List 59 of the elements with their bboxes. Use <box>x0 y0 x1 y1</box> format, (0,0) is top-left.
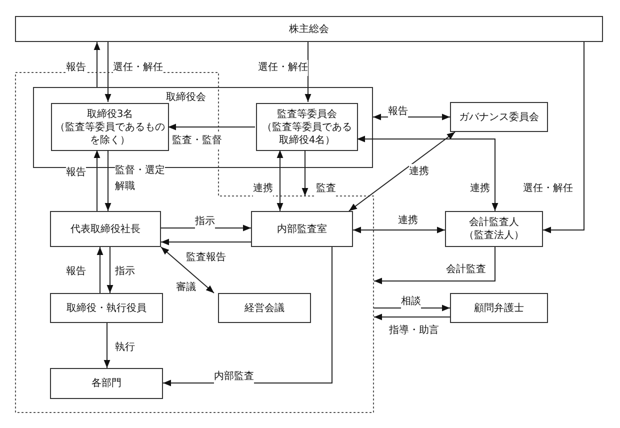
arrow <box>168 124 256 130</box>
process-box <box>445 211 543 247</box>
arrow <box>374 304 450 312</box>
arrow <box>374 314 450 320</box>
arrow <box>104 42 112 102</box>
arrow <box>94 42 100 88</box>
arrow <box>352 226 446 234</box>
node-text: 取締役3名 <box>86 108 134 120</box>
process-box <box>50 368 163 399</box>
edge-label: 選任・解任 <box>258 60 308 76</box>
arrow <box>348 132 456 212</box>
arrow <box>302 150 308 196</box>
arrow <box>356 136 498 212</box>
arrow <box>160 238 252 246</box>
arrow <box>104 322 110 368</box>
frame-heading: 取締役会 <box>166 91 206 104</box>
edge-label: 選任・解任 <box>113 60 163 76</box>
node-text: 内部監査室 <box>277 222 327 236</box>
arrow <box>160 246 214 294</box>
arrow <box>106 246 114 294</box>
process-box <box>251 211 353 247</box>
edge-label: 指示 <box>195 214 215 230</box>
node-text: ガバナンス委員会 <box>459 110 539 124</box>
arrow <box>160 224 252 232</box>
arrow <box>276 150 284 212</box>
node-text: 各部門 <box>92 377 122 390</box>
node-text: 監査等委員会 <box>277 108 337 120</box>
node-text: 経営会議 <box>244 302 284 314</box>
arrow <box>94 150 100 212</box>
arrow <box>542 42 584 234</box>
process-box <box>450 293 548 323</box>
node-text: （監査等委員である取締役4名） <box>261 120 353 146</box>
edge-label: 監査・監督 <box>172 133 222 149</box>
node-text: 代表取締役社長 <box>70 222 140 236</box>
node-text: （監査法人） <box>464 229 524 242</box>
node-text: 会計監査人 <box>469 216 519 229</box>
node-text: 株主総会 <box>289 22 329 36</box>
arrow <box>304 42 312 102</box>
process-box <box>218 293 311 323</box>
edge-label: 報告 <box>66 60 86 76</box>
edge-label: 内部監査 <box>214 369 254 385</box>
node-text: 取締役・執行役員 <box>66 302 146 314</box>
process-box <box>51 103 169 151</box>
process-box <box>450 102 548 132</box>
process-box <box>50 211 161 247</box>
arrow <box>104 150 112 212</box>
arrow <box>374 246 496 284</box>
node-text: （監査等委員であるものを除く） <box>54 120 166 146</box>
process-box <box>15 16 603 42</box>
edge-label: 相談 <box>401 294 421 310</box>
process-box <box>256 103 358 151</box>
edge-label: 連携 <box>253 181 273 197</box>
arrow <box>372 114 450 120</box>
edge-label: 監査 <box>316 181 336 197</box>
node-text: 顧問弁護士 <box>474 302 524 314</box>
dotted-region <box>15 72 374 413</box>
edge-label: 報告 <box>388 104 408 120</box>
process-box <box>50 293 163 323</box>
arrow <box>96 246 104 294</box>
